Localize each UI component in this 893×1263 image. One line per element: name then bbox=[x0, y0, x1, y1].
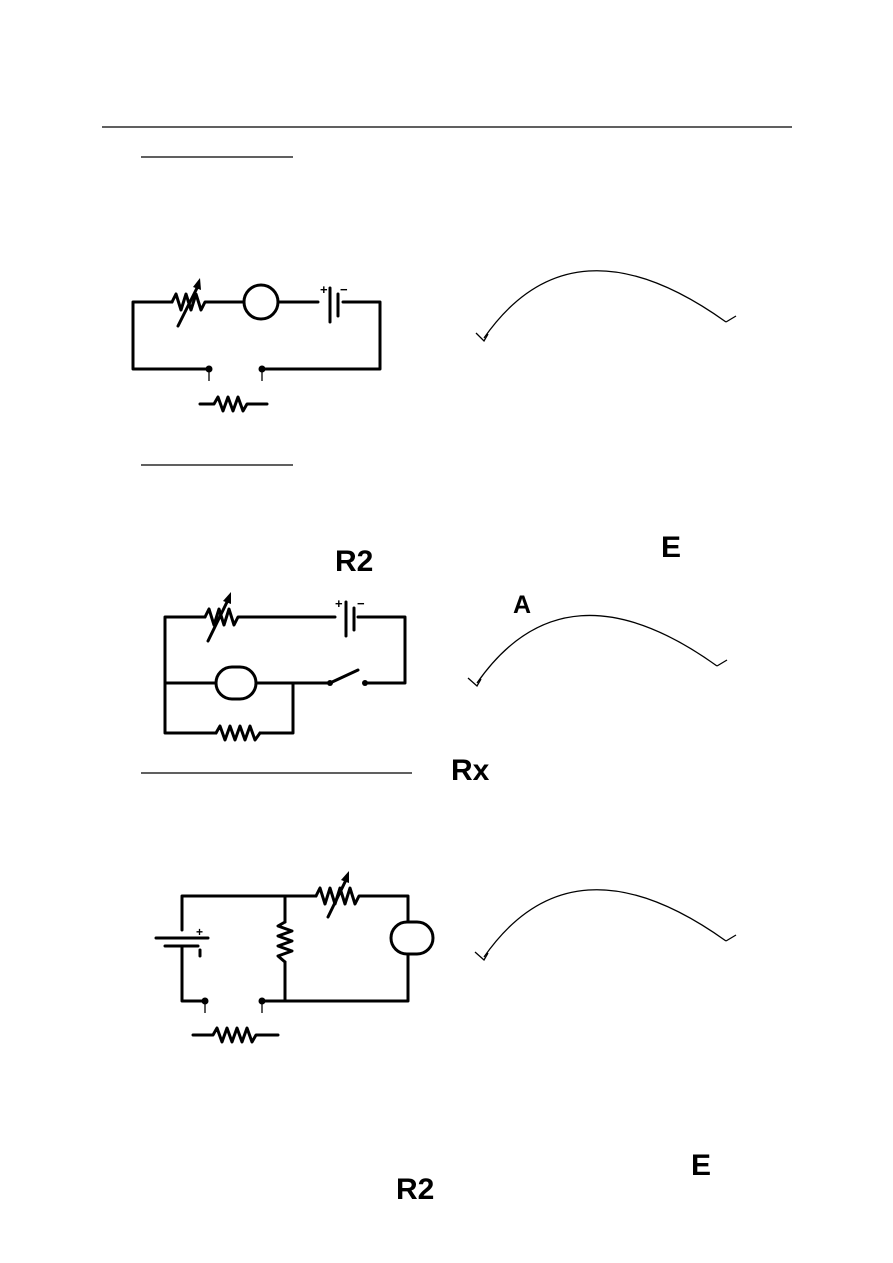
label-rx: Rx bbox=[451, 754, 490, 787]
resistor-icon bbox=[214, 724, 262, 742]
terminal-dot bbox=[205, 365, 213, 373]
terminal-dot bbox=[258, 997, 266, 1005]
variable-resistor-icon bbox=[314, 871, 364, 919]
battery-minus-sign: − bbox=[340, 282, 348, 297]
label-r2-top: R2 bbox=[335, 545, 374, 578]
battery-plus-sign: + bbox=[320, 282, 328, 297]
variable-resistor-icon bbox=[170, 278, 209, 328]
resistor-icon bbox=[191, 1026, 280, 1044]
resistor-icon bbox=[198, 395, 269, 413]
switch-icon bbox=[327, 668, 368, 686]
meter-icon bbox=[214, 665, 258, 701]
battery-plus-sign: + bbox=[335, 596, 343, 611]
battery-icon: + − bbox=[335, 596, 365, 638]
meter-scale-arc bbox=[474, 889, 737, 962]
battery-icon: + − bbox=[320, 282, 348, 324]
variable-resistor-icon bbox=[203, 592, 244, 643]
terminal-dot bbox=[258, 365, 266, 373]
label-a: A bbox=[513, 591, 532, 619]
battery-minus-sign: − bbox=[357, 596, 365, 611]
meter-icon bbox=[389, 920, 435, 956]
resistor-icon bbox=[276, 920, 294, 964]
meter-scale-arc bbox=[467, 614, 728, 688]
meter-scale-arc bbox=[475, 270, 737, 343]
battery-plus-sign: + bbox=[196, 925, 203, 939]
circuit-1-series-ohmmeter: + − bbox=[131, 278, 382, 413]
circuit-2-shunt-ohmmeter: + − bbox=[163, 592, 407, 742]
label-e-bottom: E bbox=[691, 1149, 712, 1182]
meter-icon bbox=[242, 283, 280, 321]
label-r2-bottom: R2 bbox=[396, 1173, 435, 1206]
battery-icon: + bbox=[154, 925, 210, 964]
label-e-top: E bbox=[661, 531, 682, 564]
terminal-dot bbox=[201, 997, 209, 1005]
circuit-3-ohmmeter: + bbox=[154, 871, 435, 1044]
